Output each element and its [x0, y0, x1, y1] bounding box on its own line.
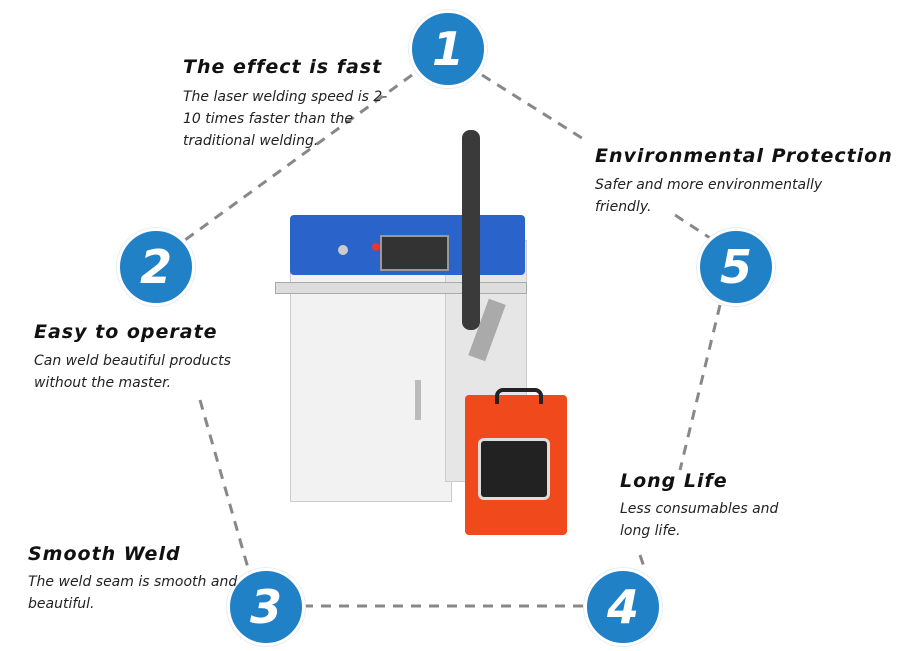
- feature-3-title: Smooth Weld: [28, 543, 181, 565]
- feature-5-desc: Safer and more environmentally friendly.: [595, 177, 823, 215]
- feature-1-desc: The laser welding speed is 2-10 times fa…: [183, 89, 388, 149]
- feature-number-3: 3: [227, 568, 305, 646]
- feature-3-desc: The weld seam is smooth and beautiful.: [28, 574, 238, 612]
- feature-2-desc: Can weld beautiful products without the …: [34, 353, 231, 391]
- feature-1-title: The effect is fast: [183, 56, 383, 78]
- feature-number-2: 2: [117, 228, 195, 306]
- feature-5-title: Environmental Protection: [595, 145, 893, 167]
- feature-number-5: 5: [697, 228, 775, 306]
- feature-number-4: 4: [584, 568, 662, 646]
- feature-4-title: Long Life: [620, 470, 728, 492]
- feature-2-title: Easy to operate: [34, 321, 218, 343]
- feature-4-desc: Less consumables and long life.: [620, 501, 779, 539]
- feature-number-1: 1: [409, 10, 487, 88]
